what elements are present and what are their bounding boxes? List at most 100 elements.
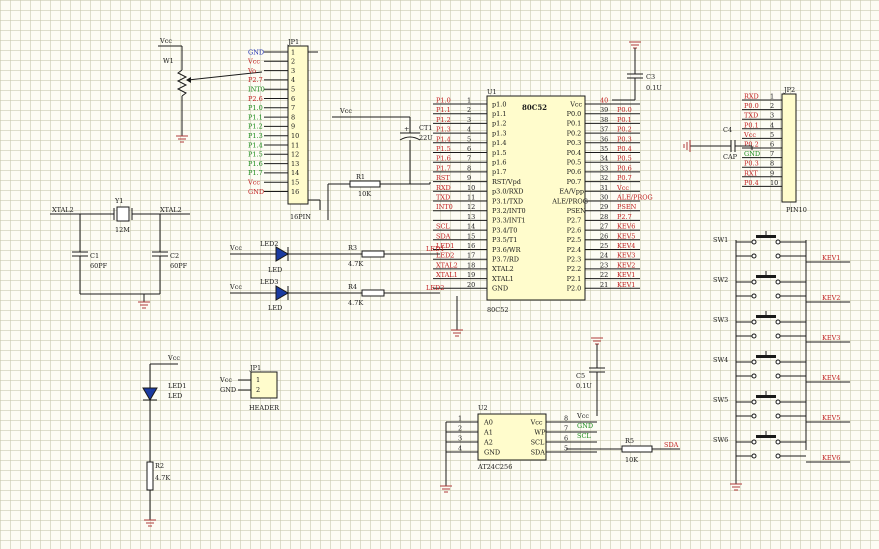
- r5-label: R5: [625, 437, 634, 445]
- u1-right-pin: P0.0: [567, 110, 582, 118]
- u1-left-pin: XTAL1: [492, 275, 514, 283]
- c5-value: 0.1U: [576, 382, 592, 390]
- u1-right-net: Vcc: [616, 184, 629, 192]
- u2-left-num: 4: [458, 445, 462, 453]
- u1-left-pin: p1.6: [492, 159, 507, 167]
- u1-right-pin: PSEN: [567, 207, 587, 215]
- u1-right-pin: Vcc: [569, 100, 582, 108]
- y1-value: 12M: [115, 226, 130, 234]
- jp2-pin-label: RXT: [744, 169, 759, 177]
- u1-left-num: 9: [467, 174, 471, 182]
- jp2-pin-number: 7: [770, 150, 774, 158]
- u1-left-pin: XTAL2: [492, 265, 514, 273]
- c2-value: 60PF: [170, 262, 188, 270]
- c5-label: C5: [576, 372, 585, 380]
- capacitor-c5: C5 0.1U: [576, 337, 605, 416]
- u1-right-num: 36: [600, 135, 608, 143]
- jp2-pin-label: P0.3: [744, 160, 759, 168]
- u2-left-num: 1: [458, 415, 462, 423]
- led3-type: LED: [268, 304, 282, 312]
- jp1-pin-number: 10: [291, 132, 299, 140]
- u1-right-num: 30: [600, 194, 608, 202]
- u1-left-net: P1.1: [436, 106, 451, 114]
- u1-left-num: 2: [467, 106, 471, 114]
- u2-left-num: 3: [458, 435, 462, 443]
- u1-left-num: 20: [467, 281, 475, 289]
- u1-right-pin: P2.5: [567, 236, 582, 244]
- u1-right-net: P0.4: [617, 145, 632, 153]
- c3-value: 0.1U: [646, 84, 662, 92]
- vcc-label: Vcc: [159, 37, 172, 45]
- u1-right-net: P0.7: [617, 174, 632, 182]
- u1-label: U1: [487, 88, 497, 96]
- jp2-pin-label: P0.1: [744, 121, 759, 129]
- jp1-pin-label: P1.7: [248, 169, 263, 177]
- u1-right-net: KEV1: [617, 281, 635, 289]
- u1-left-num: 13: [467, 213, 475, 221]
- u1-right-net: KEV2: [617, 261, 635, 269]
- u1-right-pin: P0.7: [567, 178, 582, 186]
- jp1h-name: HEADER: [249, 404, 280, 412]
- r4-value: 4.7K: [348, 299, 363, 307]
- vcc-label: Vcc: [339, 107, 352, 115]
- u1-left-pin: GND: [492, 285, 508, 293]
- reset-circuit: Vcc CT1 22U + R1 10K: [327, 107, 433, 220]
- jp2-pin-number: 2: [770, 102, 774, 110]
- led1-net-label: LED1: [426, 245, 444, 253]
- jp1h-num-2: 2: [256, 386, 260, 394]
- u1-right-pin: ALE/PROG: [551, 197, 588, 205]
- jp2-pin-label: GND: [744, 150, 760, 158]
- u1-left-num: 8: [467, 164, 471, 172]
- u1-left-net: XTAL2: [436, 261, 458, 269]
- capacitor-c4: C4 CAP: [683, 126, 753, 161]
- u1-left-num: 14: [467, 223, 475, 231]
- u2-net-vcc: Vcc: [576, 412, 589, 420]
- u1-left-num: 5: [467, 135, 471, 143]
- jp1-pin-number: 11: [291, 141, 299, 149]
- jp1-pin-number: 2: [291, 58, 295, 66]
- key-net-label: KEV4: [822, 374, 840, 382]
- u1-left-net: TXD: [436, 194, 450, 202]
- led1-type: LED: [168, 392, 182, 400]
- jp1h-num-1: 1: [256, 376, 260, 384]
- u2-right-pin: WP: [534, 428, 546, 436]
- jp2-label: JP2: [783, 86, 795, 94]
- u1-left-pin: P3.6/WR: [492, 246, 522, 254]
- u1-right-net: KEV5: [617, 232, 635, 240]
- u1-right-num: 27: [600, 223, 608, 231]
- u1-right-pin: P0.5: [567, 159, 582, 167]
- u1-right-pin: EA/Vpp: [559, 188, 584, 196]
- u1-left-pin: p1.3: [492, 129, 507, 137]
- u1-right-pin: P0.3: [567, 139, 582, 147]
- sda-net-label: SDA: [664, 441, 679, 449]
- u1-left-net: SDA: [436, 232, 451, 240]
- u1-name: 80C52: [522, 103, 547, 112]
- u2-right-pin: SCL: [531, 438, 545, 446]
- r1-label: R1: [356, 173, 365, 181]
- u1-left-num: 15: [467, 232, 475, 240]
- u1-left-net: LED2: [436, 252, 454, 260]
- u1-right-num: 28: [600, 213, 608, 221]
- jp2-pin-number: 5: [770, 131, 774, 139]
- jp1-pin-label: P1.1: [248, 113, 263, 121]
- u2-right-pin: Vcc: [530, 418, 543, 426]
- u1-right-num: 23: [600, 261, 608, 269]
- svg-text:+: +: [404, 125, 409, 133]
- vcc-label: Vcc: [229, 244, 242, 252]
- u1-left-net: P1.7: [436, 164, 451, 172]
- y1-label: Y1: [114, 197, 123, 205]
- u1-right-net: P2.7: [617, 213, 632, 221]
- led2-type: LED: [268, 266, 282, 274]
- u2-right-num: 6: [564, 435, 568, 443]
- u1-part: 80C52: [487, 306, 509, 314]
- u1-right-net: P0.5: [617, 155, 632, 163]
- vcc-label: Vcc: [229, 283, 242, 291]
- u1-left-num: 7: [467, 155, 471, 163]
- jp2-pin-label: P0.0: [744, 102, 759, 110]
- u1-left-net: RST: [436, 174, 450, 182]
- ct1-value: 22U: [419, 134, 433, 142]
- xtal-label-right: XTAL2: [160, 206, 182, 214]
- u1-left-net: SCL: [436, 223, 450, 231]
